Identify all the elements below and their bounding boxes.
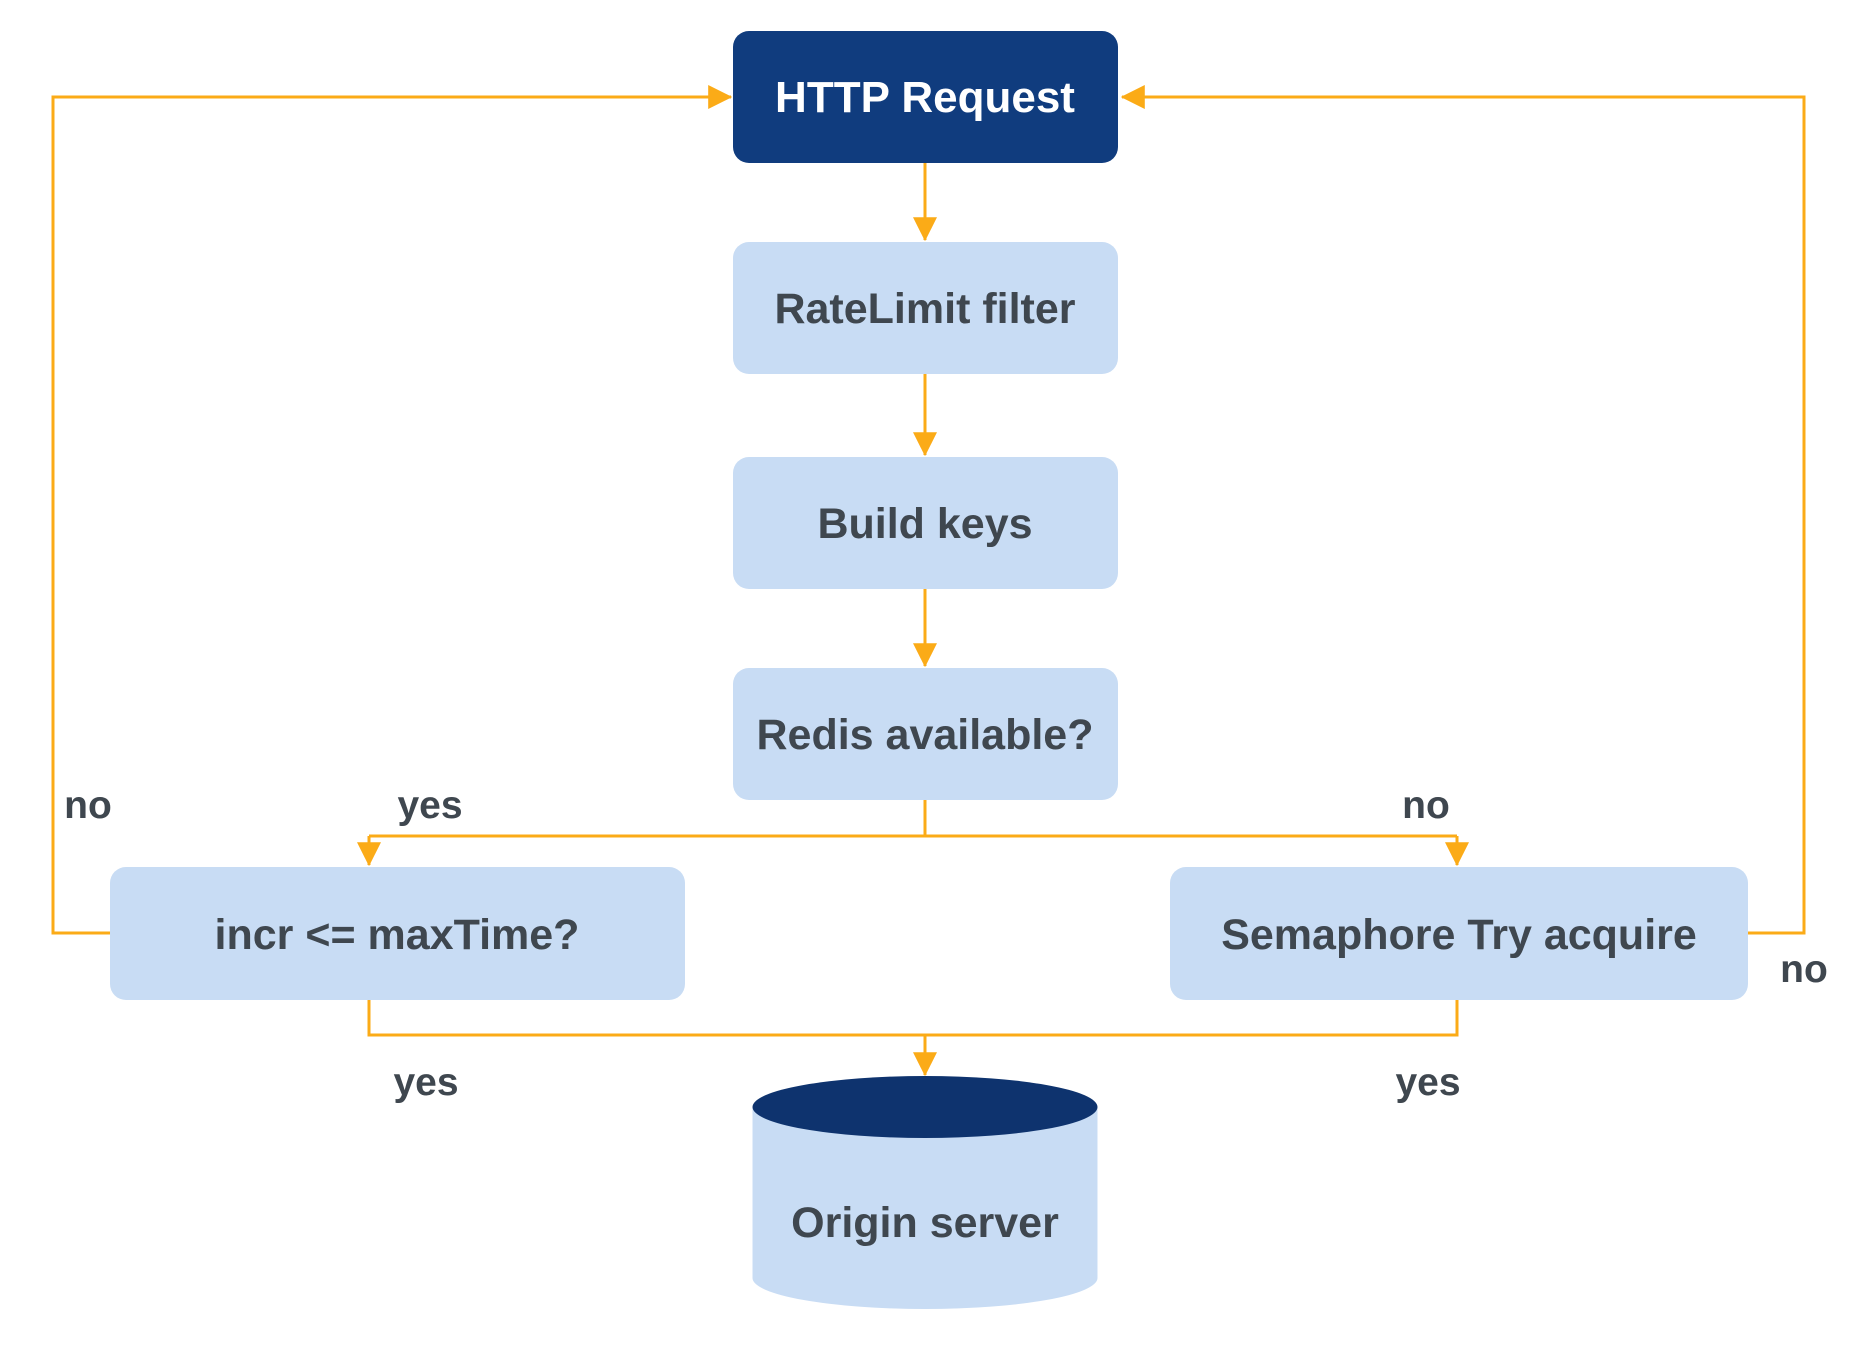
edge-incr-yes — [367, 1000, 925, 1037]
node-http-request: HTTP Request — [733, 31, 1118, 163]
node-build-keys: Build keys — [733, 457, 1118, 589]
edge-label-redis-no: no — [1402, 784, 1450, 827]
node-semaphore-try-acquire-box — [1170, 867, 1748, 1000]
node-ratelimit-filter-box — [733, 242, 1118, 374]
node-origin-server-label: Origin server — [791, 1199, 1059, 1247]
edge-label-incr-yes: yes — [393, 1061, 458, 1104]
edge-incr-no-loop — [51, 85, 733, 935]
node-redis-available-box — [733, 668, 1118, 800]
node-incr-maxtime: incr <= maxTime? — [110, 867, 685, 1000]
node-redis-available: Redis available? — [733, 668, 1118, 800]
node-ratelimit-filter: RateLimit filter — [733, 242, 1118, 374]
node-build-keys-label: Build keys — [817, 500, 1032, 548]
node-semaphore-try-acquire: Semaphore Try acquire — [1170, 867, 1748, 1000]
node-semaphore-try-acquire-label: Semaphore Try acquire — [1221, 911, 1697, 959]
edge-label-redis-yes: yes — [397, 784, 462, 827]
node-incr-maxtime-label: incr <= maxTime? — [215, 911, 580, 959]
edge-semaphore-yes — [925, 1000, 1459, 1037]
edge-label-semaphore-no: no — [1780, 948, 1828, 991]
database-cylinder-top — [752, 1076, 1098, 1138]
node-http-request-box — [733, 31, 1118, 163]
node-http-request-label: HTTP Request — [775, 73, 1075, 122]
edge-label-incr-no: no — [64, 784, 112, 827]
node-incr-maxtime-box — [110, 867, 685, 1000]
edge-semaphore-no-loop — [1120, 85, 1806, 935]
edge-label-semaphore-yes: yes — [1395, 1061, 1460, 1104]
node-redis-available-label: Redis available? — [757, 711, 1094, 759]
node-build-keys-box — [733, 457, 1118, 589]
node-origin-server: Origin server — [752, 1076, 1098, 1309]
node-ratelimit-filter-label: RateLimit filter — [774, 285, 1075, 333]
database-cylinder-bottom — [752, 1247, 1098, 1309]
